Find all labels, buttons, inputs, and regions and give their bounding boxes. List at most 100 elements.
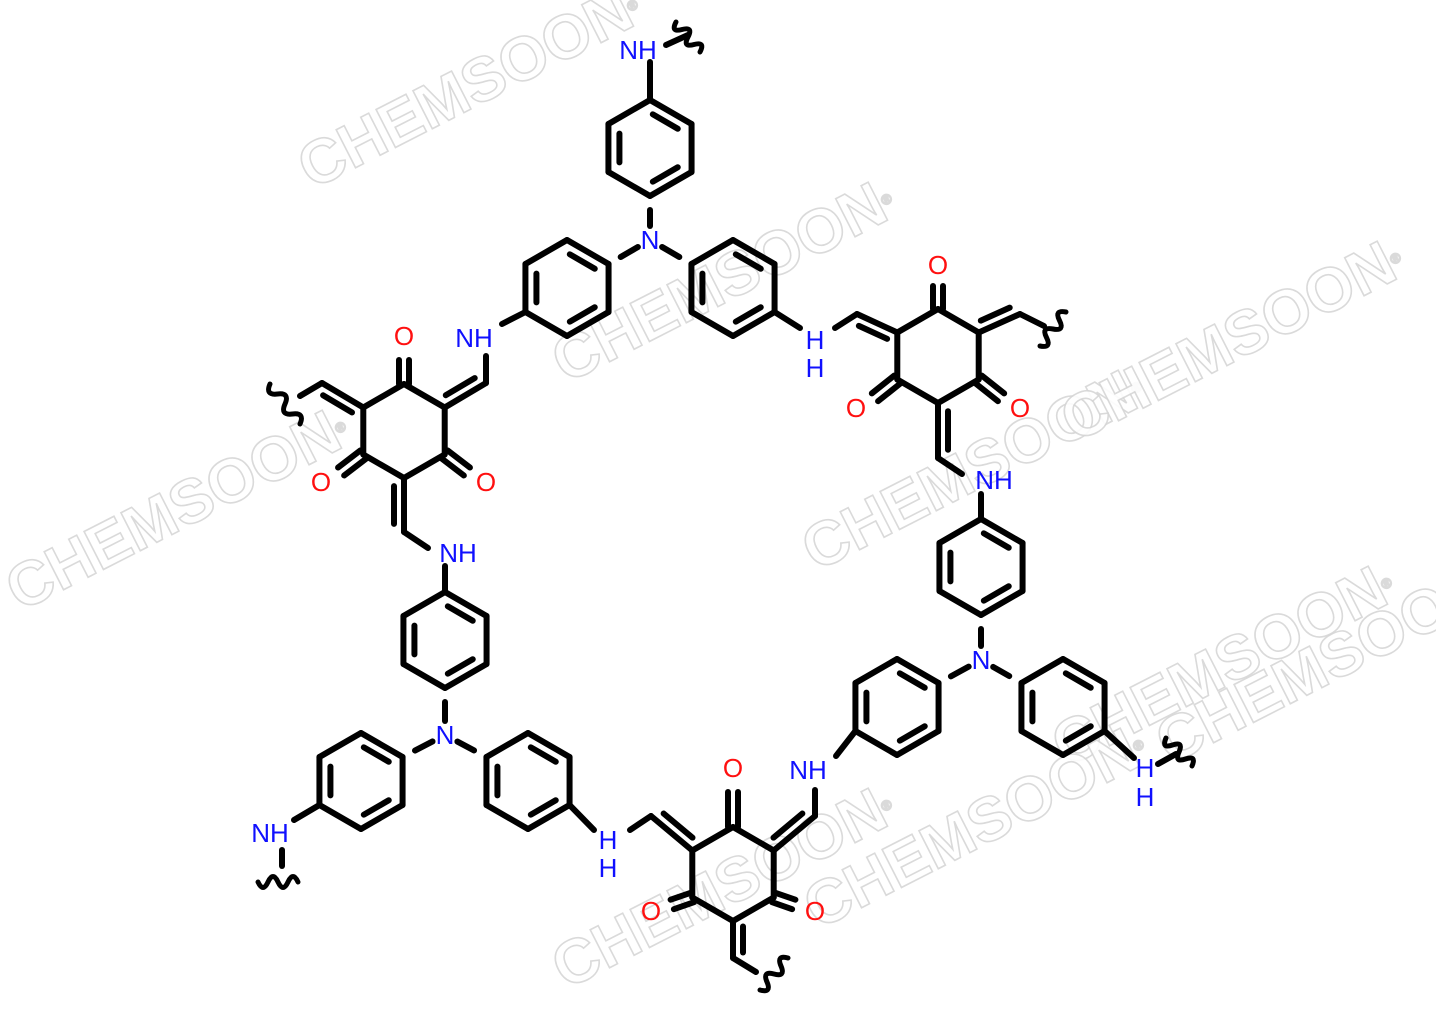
amine-nh-label: NH	[439, 538, 477, 568]
single-bond	[401, 529, 431, 551]
benzene-ring-topLeft-bond	[522, 309, 570, 339]
carbonyl-double-bond	[769, 899, 796, 913]
trione-core-bottom-bond	[730, 894, 777, 924]
double-bond-inner-line	[1062, 723, 1094, 744]
double-bond-inner-line	[1062, 670, 1094, 691]
double-bond-inner-line	[444, 603, 476, 624]
single-bond	[291, 802, 323, 823]
wavy-bond-attachment-mark	[1037, 309, 1069, 349]
double-bond-inner-line	[732, 251, 764, 272]
trione-core-bottom-bond	[689, 824, 736, 854]
carbonyl-o-label: O	[928, 250, 948, 280]
trione-core-right-bond	[935, 376, 982, 406]
exocyclic-double-bond	[975, 311, 1023, 336]
watermark-text: CHEMSOON	[1050, 228, 1407, 455]
exocyclic-double-bond	[319, 380, 367, 411]
double-bond-inner-line	[770, 810, 806, 841]
single-bond	[730, 955, 759, 975]
benzene-ring-rightStem-bond	[978, 516, 1026, 546]
benzene-ring-leftStem-bond	[442, 661, 490, 691]
carbonyl-o-label: O	[723, 753, 743, 783]
double-bond-inner-line	[360, 744, 392, 765]
single-bond	[947, 663, 972, 680]
benzene-ring-leftStem-bond	[442, 589, 490, 619]
single-bond	[990, 663, 1013, 680]
single-bond	[566, 802, 597, 833]
trione-core-left-bond	[360, 451, 407, 481]
trione-core-right-bond	[894, 376, 941, 406]
double-bond-inner-line	[660, 810, 696, 841]
carbonyl-double-bond	[335, 447, 364, 471]
benzene-ring-leftR-bond	[525, 802, 573, 832]
single-bond	[659, 244, 683, 260]
trione-core-bottom-bond	[730, 824, 777, 854]
benzene-ring-topRight-bond	[688, 309, 736, 339]
carbonyl-double-bond	[868, 372, 898, 397]
single-bond	[935, 455, 965, 477]
benzene-ring-leftR-bond	[525, 730, 573, 760]
carbonyl-double-bond	[438, 455, 467, 479]
amine-nh-label: NH	[789, 755, 827, 785]
double-bond-inner-line	[566, 251, 598, 272]
carbonyl-double-bond	[341, 455, 370, 479]
wavy-bond-attachment-mark	[671, 19, 705, 55]
wavy-bond-attachment-mark	[266, 381, 304, 427]
amine-nh-label: NH	[251, 818, 289, 848]
trione-core-right-bond	[894, 306, 941, 336]
trione-core-right-bond	[935, 306, 982, 336]
benzene-ring-topRight-bond	[688, 237, 736, 267]
tertiary-amine-n-label: N	[436, 720, 455, 750]
amine-nh-label: NH	[455, 323, 493, 353]
double-bond-inner-line	[896, 723, 928, 744]
carbonyl-double-bond	[444, 447, 473, 471]
carbonyl-double-bond	[978, 372, 1008, 397]
benzene-ring-rightStem-bond	[936, 588, 984, 618]
benzene-ring-leftL-bond	[358, 730, 406, 760]
double-bond-inner-line	[320, 392, 355, 416]
double-bond-inner-line	[527, 797, 559, 818]
benzene-ring-leftStem-bond	[400, 589, 448, 619]
carbonyl-o-label: O	[641, 896, 661, 926]
trione-core-bottom-bond	[689, 894, 736, 924]
carbonyl-double-bond	[667, 889, 694, 903]
benzene-ring-leftR-bond	[483, 730, 531, 760]
single-bond	[1155, 751, 1179, 767]
single-bond	[454, 738, 478, 754]
double-bond-inner-line	[980, 530, 1012, 551]
tertiary-amine-n-label: N	[972, 645, 991, 675]
double-bond-inner-line	[855, 322, 891, 342]
trione-core-left-bond	[401, 451, 448, 481]
single-bond	[1017, 311, 1047, 329]
carbonyl-double-bond	[875, 380, 904, 405]
single-bond	[499, 309, 529, 327]
trione-core-left-bond	[360, 381, 407, 411]
carbonyl-o-label: O	[805, 896, 825, 926]
single-bond	[663, 32, 691, 48]
carbonyl-double-bond	[772, 889, 799, 903]
single-bond	[771, 309, 803, 331]
trione-core-left-bond	[401, 381, 448, 411]
amine-nh-label: H	[1136, 753, 1155, 783]
double-bond-inner-line	[980, 583, 1012, 604]
wavy-bond-attachment-mark	[255, 874, 301, 890]
benzene-ring-rightL-bond	[852, 656, 900, 686]
benzene-ring-rightL-bond	[852, 728, 900, 758]
amine-nh-label: H	[806, 325, 825, 355]
benzene-ring-rightStem-bond	[936, 516, 984, 546]
double-bond-inner-line	[442, 375, 478, 399]
benzene-ring-leftL-bond	[316, 802, 364, 832]
benzene-ring-rightR-bond	[1060, 656, 1108, 686]
benzene-ring-topLeft-bond	[564, 237, 612, 267]
double-bond-inner-line	[566, 304, 598, 325]
double-bond-inner-line	[732, 304, 764, 325]
single-bond	[617, 244, 641, 260]
tertiary-amine-n-label: N	[641, 225, 660, 255]
amine-h-label: H	[806, 353, 825, 383]
benzene-ring-leftR-bond	[483, 802, 531, 832]
double-bond-inner-line	[360, 797, 392, 818]
benzene-ring-topStem-bond	[647, 97, 695, 127]
carbonyl-o-label: O	[311, 467, 331, 497]
benzene-ring-rightStem-bond	[978, 588, 1026, 618]
